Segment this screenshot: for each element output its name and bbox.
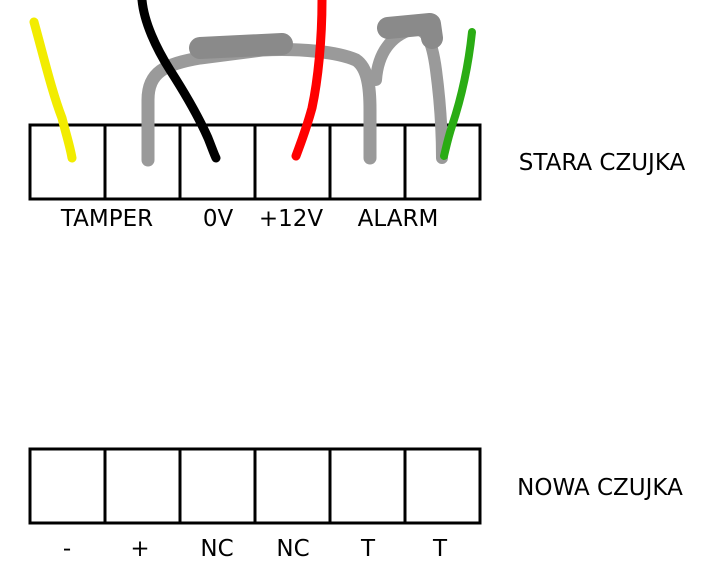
resistor-1	[189, 33, 293, 59]
new-terminal-3	[178, 447, 257, 525]
new-label-nc-2: NC	[276, 536, 309, 562]
new-label-minus: -	[63, 536, 71, 562]
green-wire	[440, 28, 476, 160]
new-terminal-1	[28, 447, 107, 525]
grey-wires	[141, 13, 448, 167]
new-terminal-4	[253, 447, 332, 525]
new-terminal-5	[328, 447, 407, 525]
old-label-tamper: TAMPER	[60, 206, 153, 232]
resistor-2	[377, 13, 443, 49]
old-label-12v: +12V	[259, 206, 324, 232]
old-sensor-title: STARA CZUJKA	[519, 150, 686, 176]
new-label-plus: +	[130, 536, 149, 562]
new-label-nc-1: NC	[200, 536, 233, 562]
old-label-alarm: ALARM	[358, 206, 439, 232]
new-label-t-1: T	[360, 536, 376, 562]
new-sensor-title: NOWA CZUJKA	[517, 475, 683, 501]
new-terminal-2	[103, 447, 182, 525]
new-label-t-2: T	[432, 536, 448, 562]
red-wire	[291, 0, 327, 161]
black-wire	[137, 0, 221, 163]
old-terminal-block	[28, 123, 482, 201]
old-terminal-4	[253, 123, 332, 201]
old-label-0v: 0V	[203, 206, 234, 232]
grey-wire-loop-1	[141, 43, 377, 167]
yellow-wire	[29, 17, 77, 163]
new-terminal-6	[403, 447, 482, 525]
new-terminal-block	[28, 447, 482, 525]
